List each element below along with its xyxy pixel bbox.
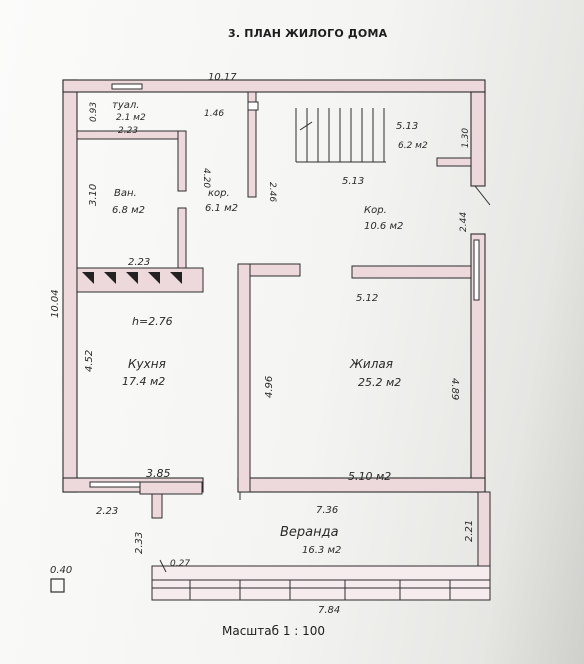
dim-5-10: 5.10 м2 — [348, 470, 391, 483]
window-stair-top — [247, 101, 259, 111]
veranda-outline — [139, 481, 491, 601]
dim-3-85: 3.85 — [146, 467, 171, 480]
dim-3-10: 3.10 — [88, 184, 99, 206]
window-kitchen — [89, 481, 146, 488]
corridor-small-name: кор. — [208, 188, 230, 199]
dim-0-93: 0.93 — [89, 102, 99, 122]
wall-kitchen-top — [76, 267, 204, 293]
dim-2-23-top: 2.23 — [118, 126, 138, 136]
dim-5-13-top: 5.13 — [396, 121, 418, 132]
vent-blocks — [82, 272, 182, 284]
dim-0-27: 0.27 — [170, 559, 190, 569]
dim-2-44: 2.44 — [459, 212, 469, 232]
dim-2-23-bot: 2.23 — [96, 506, 118, 517]
corridor-name: Кор. — [364, 205, 387, 216]
dim-10-04: 10.04 — [50, 289, 61, 318]
wall-toilet-side — [177, 130, 187, 192]
dim-10-17: 10.17 — [208, 72, 237, 83]
dim-5-12: 5.12 — [356, 293, 378, 304]
wall-bath-right — [177, 207, 187, 271]
dim-4-89: 4.89 — [449, 378, 460, 400]
column-symbol — [50, 578, 65, 593]
living-area: 25.2 м2 — [358, 376, 401, 389]
ceiling-height: h=2.76 — [132, 315, 173, 328]
dim-7-36: 7.36 — [316, 505, 338, 516]
wall-left — [62, 79, 78, 493]
dim-4-96: 4.96 — [264, 376, 275, 398]
living-name: Жилая — [349, 357, 393, 371]
interior-walls — [76, 91, 472, 493]
wall-living-top-right — [351, 265, 472, 279]
wall-stair-left — [247, 91, 257, 198]
corridor-small-area: 6.1 м2 — [205, 203, 238, 214]
dim-4-52: 4.52 — [84, 350, 95, 372]
dim-2-21: 2.21 — [464, 520, 475, 542]
door-lines — [239, 185, 491, 500]
veranda-area: 16.3 м2 — [302, 545, 341, 556]
wall-stair-right — [436, 157, 472, 167]
wall-living-left — [237, 263, 251, 493]
bath-name: Ван. — [114, 188, 137, 199]
scale-label: Масштаб 1 : 100 — [222, 624, 326, 638]
dim-1-30: 1.30 — [461, 128, 471, 148]
dim-7-84: 7.84 — [318, 605, 340, 616]
window-toilet — [111, 83, 143, 90]
kitchen-name: Кухня — [128, 357, 166, 371]
wall-top — [62, 79, 486, 93]
corridor-area: 10.6 м2 — [364, 221, 403, 232]
windows — [89, 83, 480, 488]
kitchen-area: 17.4 м2 — [122, 375, 165, 388]
dim-1-46: 1.46 — [204, 109, 224, 119]
toilet-name: туал. — [112, 100, 139, 111]
dim-0-40: 0.40 — [50, 565, 72, 576]
room-labels: туал. 2.1 м2 Ван. 6.8 м2 кор. 6.1 м2 Кор… — [112, 100, 428, 556]
stairs — [295, 108, 386, 163]
window-right — [473, 239, 480, 301]
toilet-area: 2.1 м2 — [116, 113, 146, 123]
dim-5-13-mid: 5.13 — [342, 176, 364, 187]
dim-2-23-mid: 2.23 — [128, 257, 150, 268]
wall-right-upper — [470, 91, 486, 187]
bath-area: 6.8 м2 — [112, 205, 145, 216]
dim-4-20: 4.20 — [201, 168, 211, 188]
plan-title: 3. ПЛАН ЖИЛОГО ДОМА — [228, 27, 388, 40]
dim-2-33: 2.33 — [134, 532, 145, 554]
veranda-name: Веранда — [280, 525, 339, 540]
dimension-labels: 10.17 0.93 2.23 1.46 5.13 1.30 4.20 3.10… — [50, 72, 475, 616]
dim-2-46: 2.46 — [267, 182, 277, 202]
stair-area: 6.2 м2 — [398, 141, 428, 151]
